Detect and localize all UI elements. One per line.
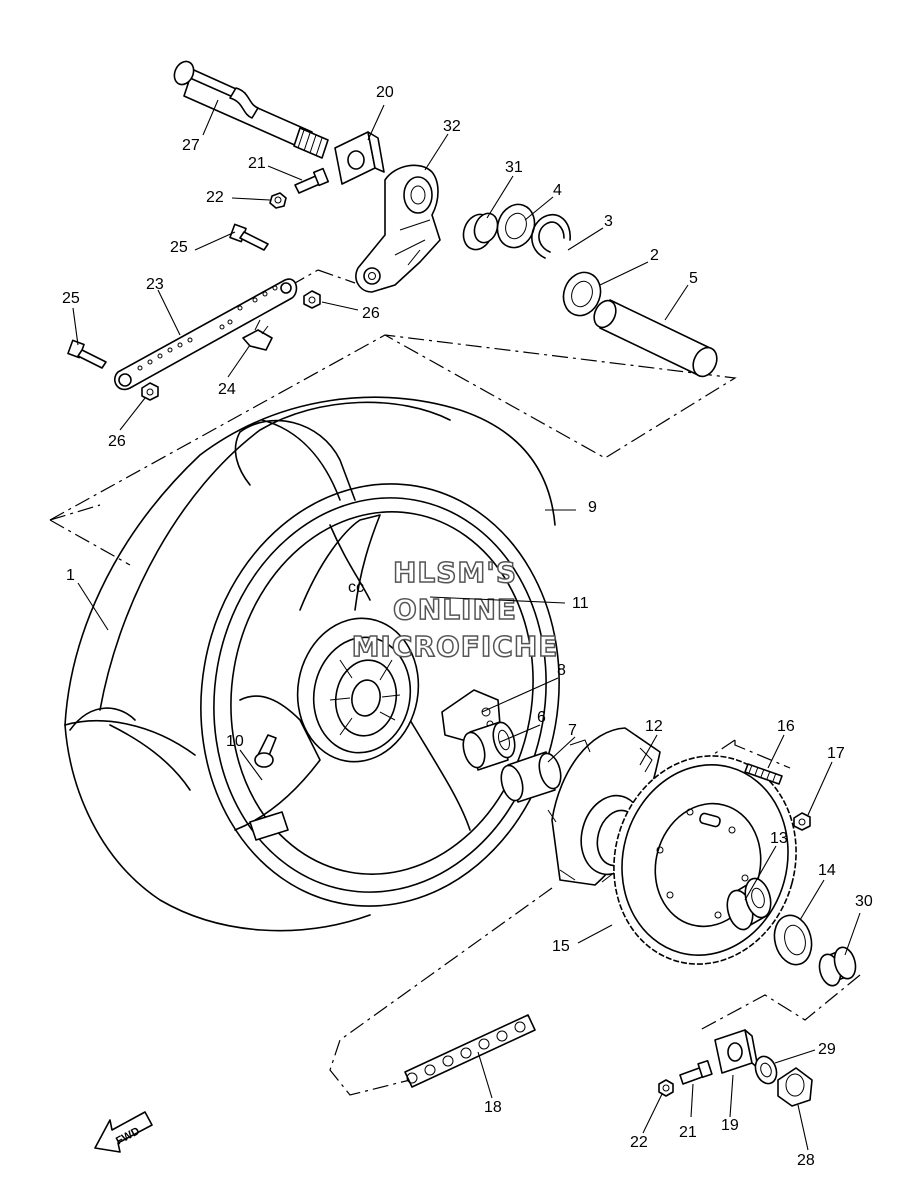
caliper-bracket: [355, 164, 441, 293]
callout-9: 9: [588, 499, 597, 516]
callout-5: 5: [689, 270, 698, 287]
nut-17: [793, 812, 811, 831]
assembly-lines: [49, 269, 861, 1096]
callout-6: 6: [537, 709, 546, 726]
callout-20: 20: [376, 84, 394, 101]
callout-14: 14: [818, 862, 836, 879]
collar-30: [818, 946, 857, 987]
callout-12: 12: [645, 718, 663, 735]
callout-1: 1: [66, 567, 75, 584]
watermark: HLSM'S ONLINE MICROFICHE: [351, 555, 559, 664]
axle-adjuster-plate: [334, 131, 385, 185]
callout-15: 15: [552, 938, 570, 955]
collar-31: [462, 212, 499, 251]
stud-bolt-16: [744, 763, 783, 785]
collar-7: [500, 751, 562, 803]
spacer-tube-5: [593, 299, 718, 378]
callout-25-upper: 25: [170, 239, 188, 256]
callout-3: 3: [604, 213, 613, 230]
circlip-3: [531, 213, 571, 259]
callout-22-top: 22: [206, 189, 224, 206]
watermark-line-1: HLSM'S: [393, 556, 517, 589]
callout-32: 32: [443, 118, 461, 135]
callout-17: 17: [827, 745, 845, 762]
callout-24: 24: [218, 381, 236, 398]
callout-19: 19: [721, 1117, 739, 1134]
callout-21-top: 21: [248, 155, 266, 172]
axle-adjuster-plate-19: [714, 1029, 759, 1074]
callout-11: 11: [572, 595, 589, 612]
callout-30: 30: [855, 893, 873, 910]
callout-21-bottom: 21: [679, 1124, 697, 1141]
callout-22-bottom: 22: [630, 1134, 648, 1151]
nut-top: [269, 192, 287, 209]
drive-chain-18: [404, 1014, 536, 1088]
torque-arm-23: [114, 278, 298, 391]
adjuster-bolt-bottom: [679, 1059, 713, 1085]
callout-4: 4: [553, 182, 562, 199]
adjuster-bolt-top: [294, 167, 330, 194]
axle-nut-28: [777, 1067, 813, 1107]
callout-16: 16: [777, 718, 795, 735]
callout-26-left: 26: [108, 433, 126, 450]
callout-8: 8: [557, 662, 566, 679]
callout-23: 23: [146, 276, 164, 293]
tire-valve-10: [249, 734, 289, 841]
nut-bottom: [658, 1079, 674, 1097]
rear-tire-1: [64, 396, 556, 932]
callout-29: 29: [818, 1041, 836, 1058]
watermark-line-3: MICROFICHE: [352, 630, 559, 663]
bearing-2: [562, 271, 602, 317]
wheel-hub: cc: [234, 514, 471, 831]
callout-26-right: 26: [362, 305, 380, 322]
leader-lines: [72, 99, 861, 1151]
callout-31: 31: [505, 159, 523, 176]
callout-10: 10: [226, 733, 244, 750]
svg-text:cc: cc: [348, 579, 364, 596]
bolt-25-upper: [229, 223, 269, 251]
nut-26-left: [141, 382, 159, 401]
oil-seal-14: [773, 914, 813, 966]
bolt-25-lower: [67, 339, 107, 369]
callout-27: 27: [182, 137, 200, 154]
callout-labels: 1 2 3 4 5 6 7 8 9 10 11 12 13 14 15 16 1…: [62, 84, 873, 1169]
nut-26-right: [303, 290, 321, 309]
rear-axle: [173, 60, 329, 159]
forward-arrow-icon: FWD: [94, 1111, 153, 1153]
rear-wheel-rim-9: [200, 419, 560, 907]
callout-7: 7: [568, 722, 577, 739]
callout-28: 28: [797, 1152, 815, 1169]
callout-18: 18: [484, 1099, 502, 1116]
clip-24: [242, 319, 273, 351]
callout-13: 13: [770, 830, 788, 847]
washer-29: [754, 1055, 778, 1085]
callout-25-lower: 25: [62, 290, 80, 307]
callout-2: 2: [650, 247, 659, 264]
